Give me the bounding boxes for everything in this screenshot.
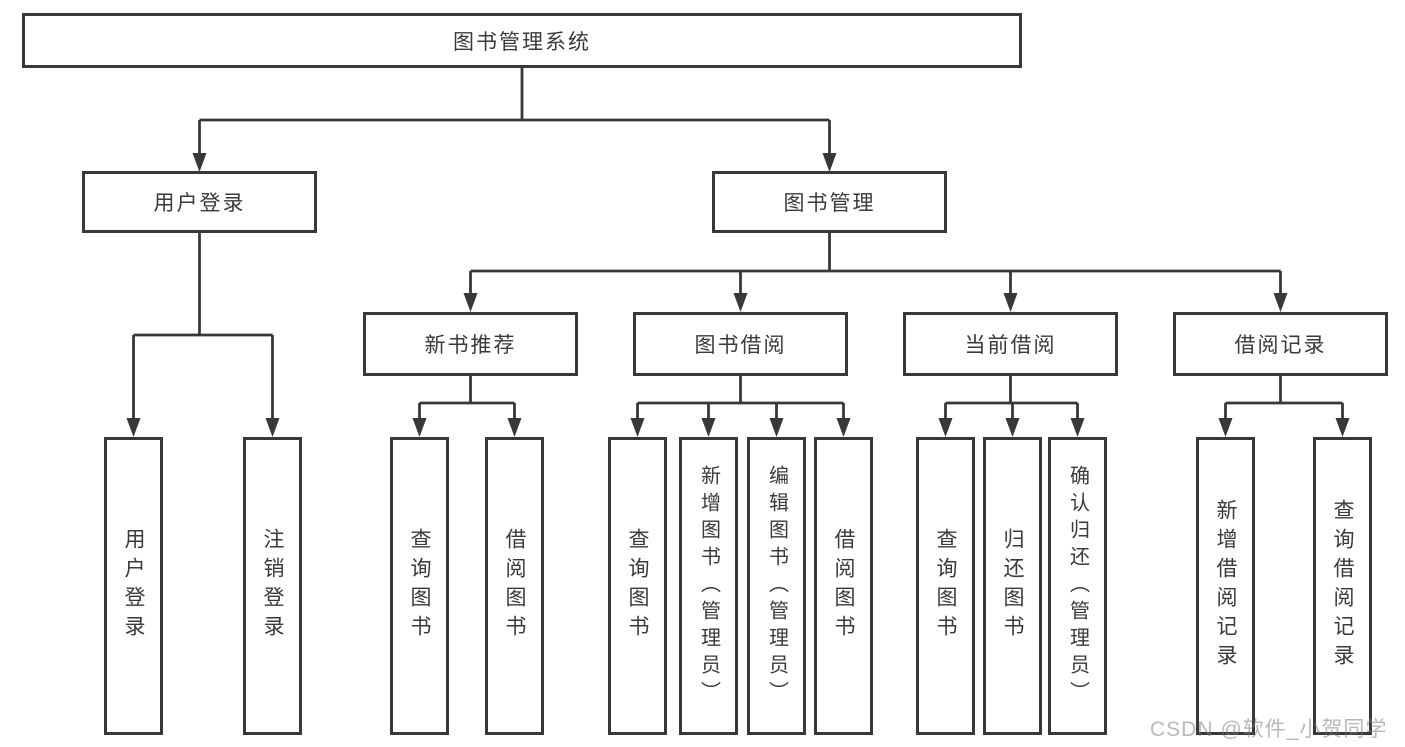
node-current-borrowing: 当前借阅 bbox=[903, 312, 1118, 376]
leaf-borrow-books-1: 借阅图书 bbox=[485, 437, 544, 735]
leaf-label: 归还图书 bbox=[1001, 528, 1024, 644]
leaf-label: 编辑图书（管理员） bbox=[765, 464, 788, 708]
node-label: 图书管理 bbox=[783, 192, 876, 215]
node-book-borrowing: 图书借阅 bbox=[633, 312, 848, 376]
leaf-return-books: 归还图书 bbox=[983, 437, 1042, 735]
leaf-label: 借阅图书 bbox=[503, 528, 526, 644]
leaf-label: 用户登录 bbox=[122, 528, 145, 644]
node-library-management-system: 图书管理系统 bbox=[22, 13, 1022, 68]
leaf-label: 查询图书 bbox=[934, 528, 957, 644]
node-label: 借阅记录 bbox=[1234, 334, 1327, 357]
leaf-query-borrow-record: 查询借阅记录 bbox=[1313, 437, 1372, 735]
leaf-label: 借阅图书 bbox=[832, 528, 855, 644]
leaf-confirm-return-admin: 确认归还（管理员） bbox=[1048, 437, 1107, 735]
leaf-add-books-admin: 新增图书（管理员） bbox=[679, 437, 738, 735]
node-user-login: 用户登录 bbox=[82, 171, 317, 233]
watermark: CSDN @软件_小贺同学 bbox=[1150, 718, 1388, 741]
node-label: 图书借阅 bbox=[694, 334, 787, 357]
node-borrowing-records: 借阅记录 bbox=[1173, 312, 1388, 376]
node-label: 图书管理系统 bbox=[453, 30, 591, 54]
node-label: 新书推荐 bbox=[424, 334, 517, 357]
leaf-label: 新增借阅记录 bbox=[1214, 499, 1237, 673]
leaf-edit-books-admin: 编辑图书（管理员） bbox=[747, 437, 806, 735]
node-book-management: 图书管理 bbox=[712, 171, 947, 233]
leaf-label: 注销登录 bbox=[261, 528, 284, 644]
leaf-add-borrow-record: 新增借阅记录 bbox=[1196, 437, 1255, 735]
leaf-query-books-3: 查询图书 bbox=[916, 437, 975, 735]
leaf-label: 确认归还（管理员） bbox=[1066, 464, 1089, 708]
leaf-label: 查询图书 bbox=[626, 528, 649, 644]
leaf-query-books-1: 查询图书 bbox=[390, 437, 449, 735]
node-new-book-recommendation: 新书推荐 bbox=[363, 312, 578, 376]
leaf-query-books-2: 查询图书 bbox=[608, 437, 667, 735]
leaf-label: 查询图书 bbox=[408, 528, 431, 644]
node-label: 当前借阅 bbox=[964, 334, 1057, 357]
leaf-label: 查询借阅记录 bbox=[1331, 499, 1354, 673]
leaf-logout: 注销登录 bbox=[243, 437, 302, 735]
leaf-user-login: 用户登录 bbox=[104, 437, 163, 735]
leaf-borrow-books-2: 借阅图书 bbox=[814, 437, 873, 735]
leaf-label: 新增图书（管理员） bbox=[697, 464, 720, 708]
node-label: 用户登录 bbox=[153, 192, 246, 215]
